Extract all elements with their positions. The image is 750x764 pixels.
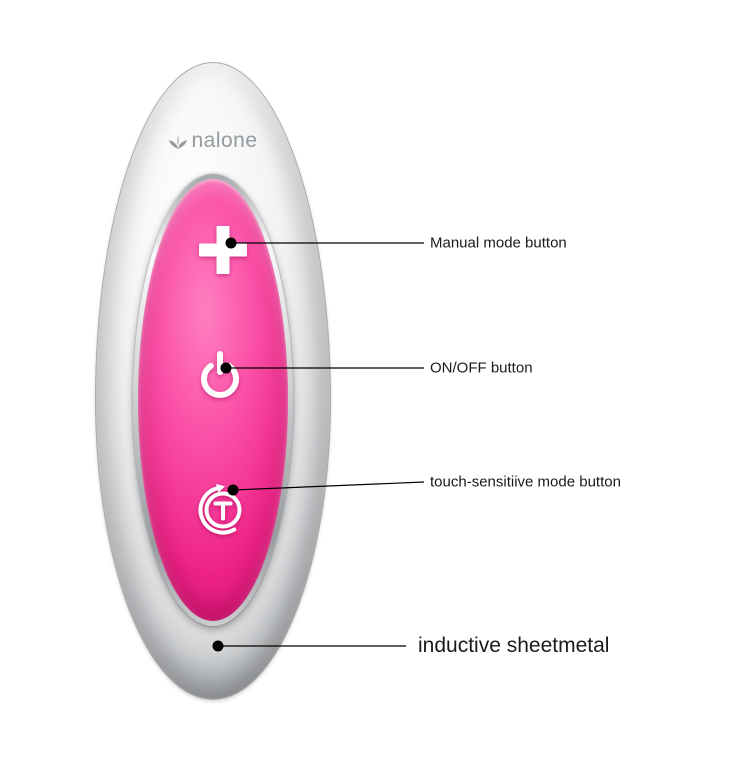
on-off-button xyxy=(197,350,243,400)
callout-label-touch-mode: touch-sensitiive mode button xyxy=(430,473,621,491)
touch-mode-button xyxy=(195,480,251,536)
manual-mode-button xyxy=(195,222,251,278)
callout-label-inductive-sheetmetal: inductive sheetmetal xyxy=(418,634,610,657)
plus-icon xyxy=(195,222,251,278)
power-icon xyxy=(197,350,243,400)
chrome-ring xyxy=(133,174,293,626)
callout-label-on-off: ON/OFF button xyxy=(430,359,533,377)
nalone-leaf-logo-icon xyxy=(168,133,188,150)
brand-logo: nalone xyxy=(96,129,330,153)
pink-control-panel xyxy=(138,179,288,621)
touch-rotate-icon xyxy=(195,480,251,536)
brand-name: nalone xyxy=(191,129,258,152)
remote-device-body: nalone xyxy=(95,62,331,700)
callout-label-manual-mode: Manual mode button xyxy=(430,234,567,252)
